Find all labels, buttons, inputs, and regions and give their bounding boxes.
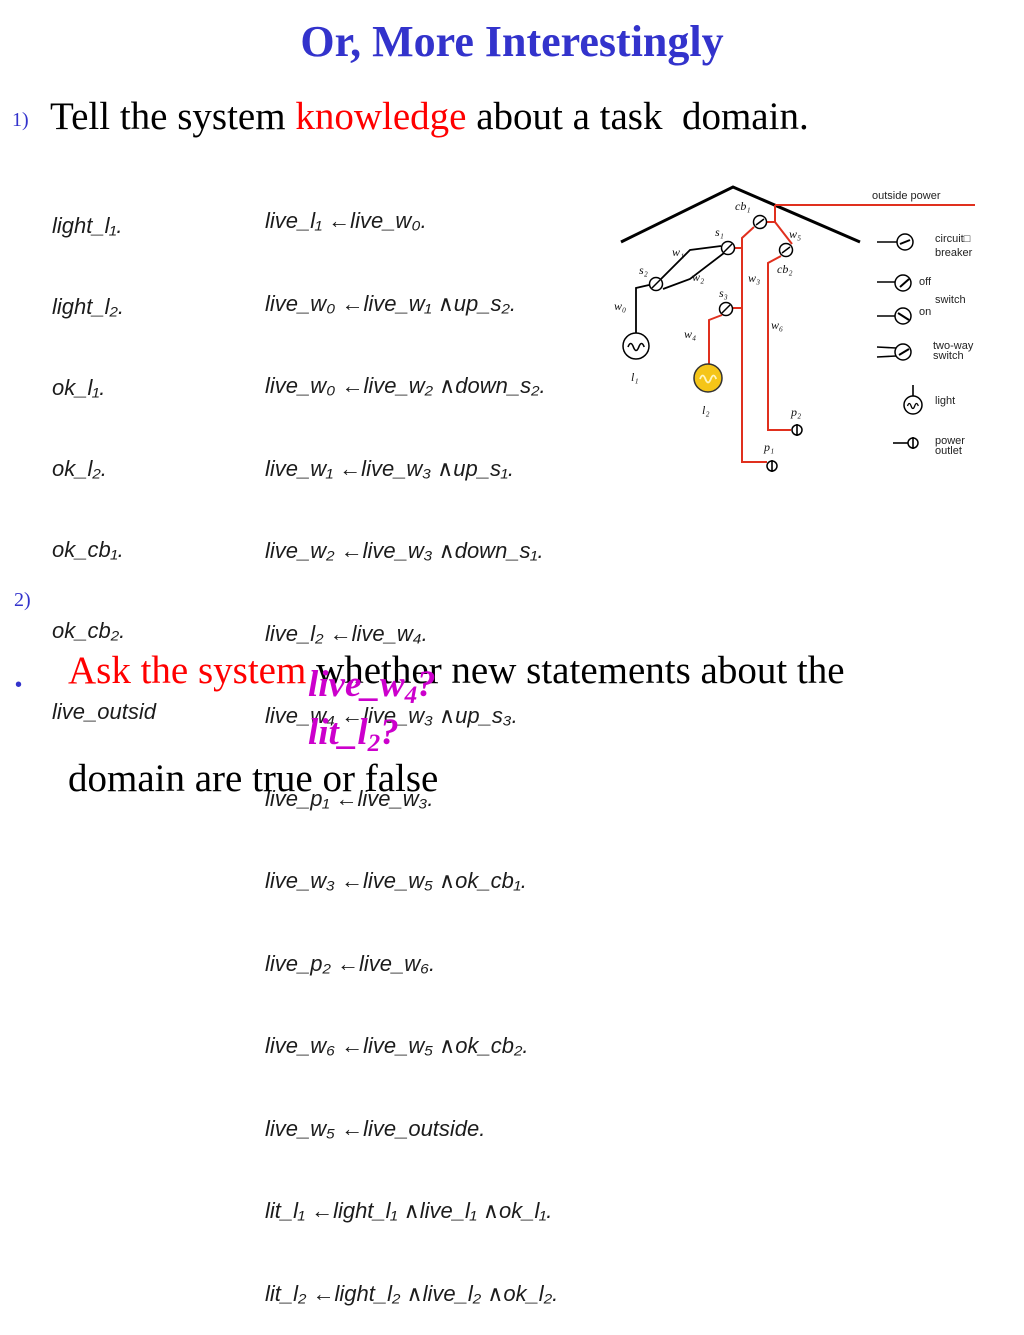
bullet: • [15,674,23,696]
fact-line: light_l₁. [52,213,123,238]
cb2-lever [781,246,791,254]
item-2-text: Ask the system whether new statements ab… [68,581,845,833]
label-cb1: cb₁ [735,199,751,213]
legend-switch-off-lever [899,278,910,288]
label-s2: s₂ [639,263,648,277]
legend-two-way-lever [898,348,910,356]
legend: circuit□ breaker off switch on two-way s… [876,233,974,457]
query-subscript: 2 [367,730,381,758]
item-1-highlight: knowledge [295,95,467,138]
query-lit-l2: lit_l2? [308,711,399,758]
house-roof [620,185,861,244]
label-w5: w₅ [789,227,801,241]
legend-breaker-label-2: breaker [935,247,973,259]
label-l1: l₁ [631,370,639,384]
rule-line: live_w₅ ←live_outside. [265,1115,486,1141]
s1-lever [723,243,733,253]
rule-line: live_w₀ ←live_w₂ ∧down_s₂. [265,373,546,398]
fact-line: ok_l₁. [52,375,106,400]
query-tail: ? [380,712,399,753]
rule-line: live_w₆ ←live_w₅ ∧ok_cb₂. [265,1033,529,1058]
query-base: lit_l [308,712,368,753]
label-s3: s₃ [719,286,728,300]
legend-light-label: light [935,395,955,407]
label-w3: w₃ [748,271,760,285]
s2-lever [651,279,661,289]
legend-breaker-lever [899,239,911,245]
label-w4: w₄ [684,327,696,341]
rule-line: live_l₂ ←live_w₄. [265,620,428,646]
rule-line: live_l₁ ←live_w₀. [265,208,427,233]
item-2-number: 2) [14,589,31,611]
legend-outlet-label-2: outlet [935,445,962,457]
wire-w0 [635,284,650,333]
label-w2: w₂ [692,270,704,284]
rule-line: live_w₁ ←live_w₃ ∧up_s₁. [265,455,515,481]
fact-line: live_outsid [52,699,156,724]
rule-line: live_w₂ ←live_w₃ ∧down_s₁. [265,538,544,563]
rule-line: live_w₀ ←live_w₁ ∧up_s₂. [265,290,517,316]
fact-line: ok_cb₁. [52,537,124,562]
fact-line: ok_cb₂. [52,618,126,643]
wire-w4 [708,314,723,364]
legend-two-way-label-1: two-way [933,340,974,352]
item-2-after: whether new statements about the [306,649,845,692]
query-base: live_w [308,664,405,705]
label-s1: s₁ [715,225,724,239]
rule-line: lit_l₂ ←light_l₂ ∧live_l₂ ∧ok_l₂. [265,1280,559,1306]
s3-lever [721,304,731,314]
label-w6: w₆ [771,318,783,332]
light-l2 [693,363,723,393]
cb1-lever [755,218,765,226]
light-l1-filament [627,342,645,352]
fact-line: light_l₂. [52,294,124,319]
legend-two-way-wire-b [876,355,897,358]
item-1-before: Tell the system [50,95,296,138]
item-2-line-2: domain are true or false [68,757,439,800]
wire-w1 [660,245,722,280]
legend-two-way-wire-a [876,346,897,349]
legend-on-label: on [919,306,931,318]
rule-line: lit_l₁ ←light_l₁ ∧live_l₁ ∧ok_l₁. [265,1198,553,1223]
item-1-number: 1) [12,109,29,131]
query-subscript: 4 [404,682,418,710]
query-live-w4: live_w4? [308,663,436,710]
legend-outlet-label-1: power [935,435,965,447]
fact-line: ok_l₂. [52,456,107,481]
item-1-after: about a task domain. [466,95,809,138]
legend-off-label: off [919,276,932,288]
circuit-diagram: outside power cb₁ s₁ w₅ w₁ w₂ s₂ w₃ cb₂ … [614,185,975,472]
legend-light-icon [903,395,923,415]
wire-w2 [662,252,725,290]
legend-light-filament [906,402,919,410]
item-2-highlight: Ask the system [68,649,307,692]
legend-switch-on-lever [897,312,910,321]
light-l1 [622,332,650,360]
outside-power-label: outside power [872,190,941,202]
label-cb2: cb₂ [777,262,793,276]
item-1-text: Tell the system knowledge about a task d… [50,94,809,140]
legend-switch-label: switch [935,294,966,306]
rule-line: live_p₂ ←live_w₆. [265,950,436,976]
label-w0: w₀ [614,299,626,313]
rule-line: live_w₃ ←live_w₅ ∧ok_cb₁. [265,868,527,893]
label-l2: l₂ [702,403,710,417]
label-w1: w₁ [672,245,684,259]
query-tail: ? [417,664,436,705]
light-l2-filament [699,374,718,384]
label-p1: p₁ [763,440,774,454]
rule-line: live_w₄ ←live_w₃ ∧up_s₃. [265,703,518,728]
legend-breaker-label-1: circuit□ [935,233,971,245]
wire-w3 [741,226,767,463]
slide-title: Or, More Interestingly [300,17,724,66]
item-2-line-1: Ask the system whether new statements ab… [68,651,845,690]
facts-list: light_l₁. light_l₂. ok_l₁. ok_l₂. ok_cb₁… [52,158,160,752]
label-p2: p₂ [790,405,801,419]
wire-w6 [767,255,791,431]
legend-two-way-label-2: switch [933,350,964,362]
